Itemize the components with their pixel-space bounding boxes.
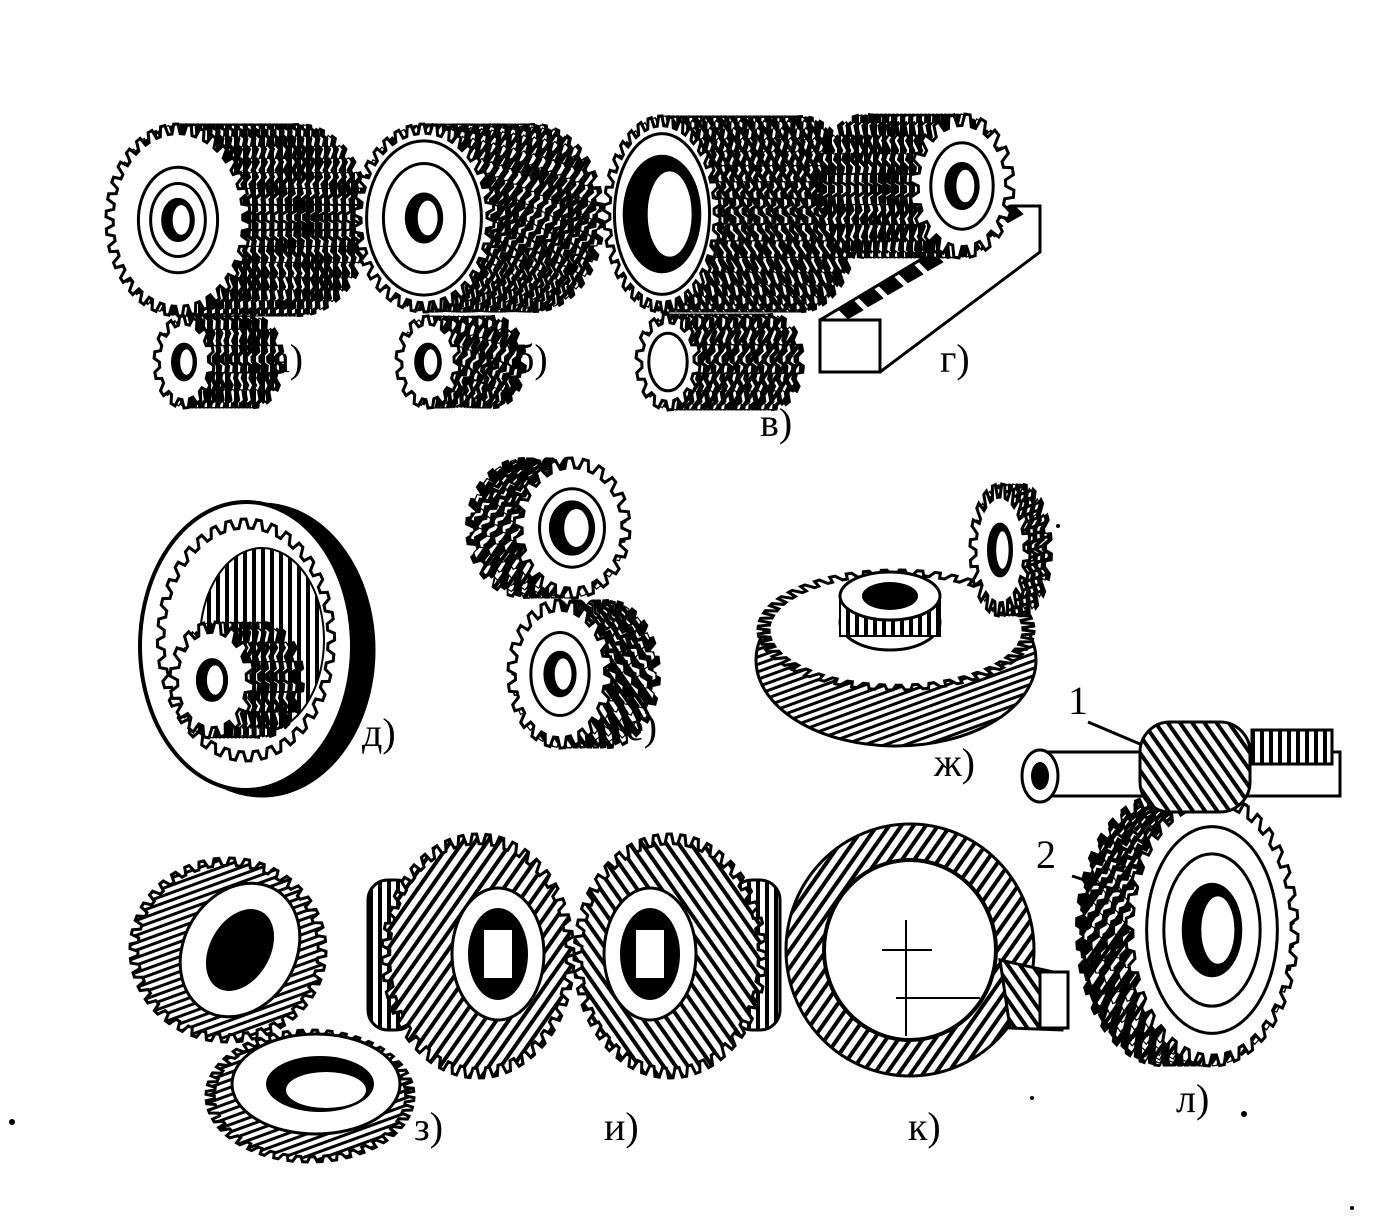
internal-gear-pair <box>138 500 376 798</box>
crossed-helical-gears <box>465 456 661 750</box>
worm-shaft-end-center <box>1031 762 1049 790</box>
speck <box>9 1119 15 1125</box>
bevel-hub-bore <box>862 582 918 610</box>
gear-bore-inner <box>170 203 192 237</box>
rack-end <box>818 318 882 374</box>
speck <box>1350 1206 1354 1210</box>
callout-worm: 1 <box>1068 678 1088 723</box>
speck <box>1056 524 1060 528</box>
gear-bore-inner <box>645 169 694 259</box>
label-z: з) <box>414 1104 443 1149</box>
leader-line-wheel <box>1071 874 1123 894</box>
label-e: е) <box>626 704 657 749</box>
bevel-gear-pair <box>754 482 1054 748</box>
rack-tooth <box>878 276 904 296</box>
herringbone-gear-pair <box>602 114 862 412</box>
gear-bore-inner <box>1199 894 1237 966</box>
gear-bore-inner <box>552 656 574 692</box>
leader-line-worm <box>1087 720 1141 746</box>
label-zh: ж) <box>933 740 975 785</box>
label-g: г) <box>940 336 970 381</box>
label-k: к) <box>908 1104 941 1149</box>
rack-tooth <box>838 300 864 320</box>
label-b: б) <box>514 336 548 381</box>
helical-gear-pair <box>352 122 606 410</box>
gear-bore-inner <box>954 167 977 205</box>
hypoid-gear-pair <box>784 822 1070 1078</box>
gear-ring <box>647 331 689 393</box>
spiral-bevel-key <box>484 930 512 978</box>
label-l: л) <box>1176 1076 1209 1121</box>
rack-tooth <box>898 264 924 284</box>
spur-gear-pair <box>104 122 372 410</box>
bevel-lower-bore-inner <box>286 1072 366 1108</box>
gear-bore-inner <box>178 347 195 377</box>
gear-bore-inner <box>415 198 440 238</box>
label-a: а) <box>272 336 303 381</box>
speck <box>1030 1096 1034 1100</box>
hypoid-shaft <box>1038 970 1070 1030</box>
worm-shaft-right <box>1250 728 1334 766</box>
worm-gear-pair <box>1020 720 1342 1068</box>
label-v: в) <box>760 400 792 445</box>
bevel-upper-bore <box>205 909 275 991</box>
worm-thread <box>1138 720 1252 814</box>
spiral-bevel-key <box>636 930 664 978</box>
gear-bore-inner <box>204 663 226 697</box>
speck <box>1241 1111 1247 1117</box>
rack-tooth <box>858 288 884 308</box>
rack-and-pinion <box>813 112 1042 374</box>
gear-bore-inner <box>421 347 440 377</box>
callout-wheel: 2 <box>1036 832 1056 877</box>
gear-bore-inner <box>994 529 1011 571</box>
label-i: и) <box>604 1104 639 1149</box>
label-d: д) <box>362 710 396 755</box>
bevel-gear-pair-straight <box>128 856 416 1164</box>
gear-bore-inner <box>562 507 591 549</box>
spiral-bevel-gear-pair <box>366 832 782 1080</box>
